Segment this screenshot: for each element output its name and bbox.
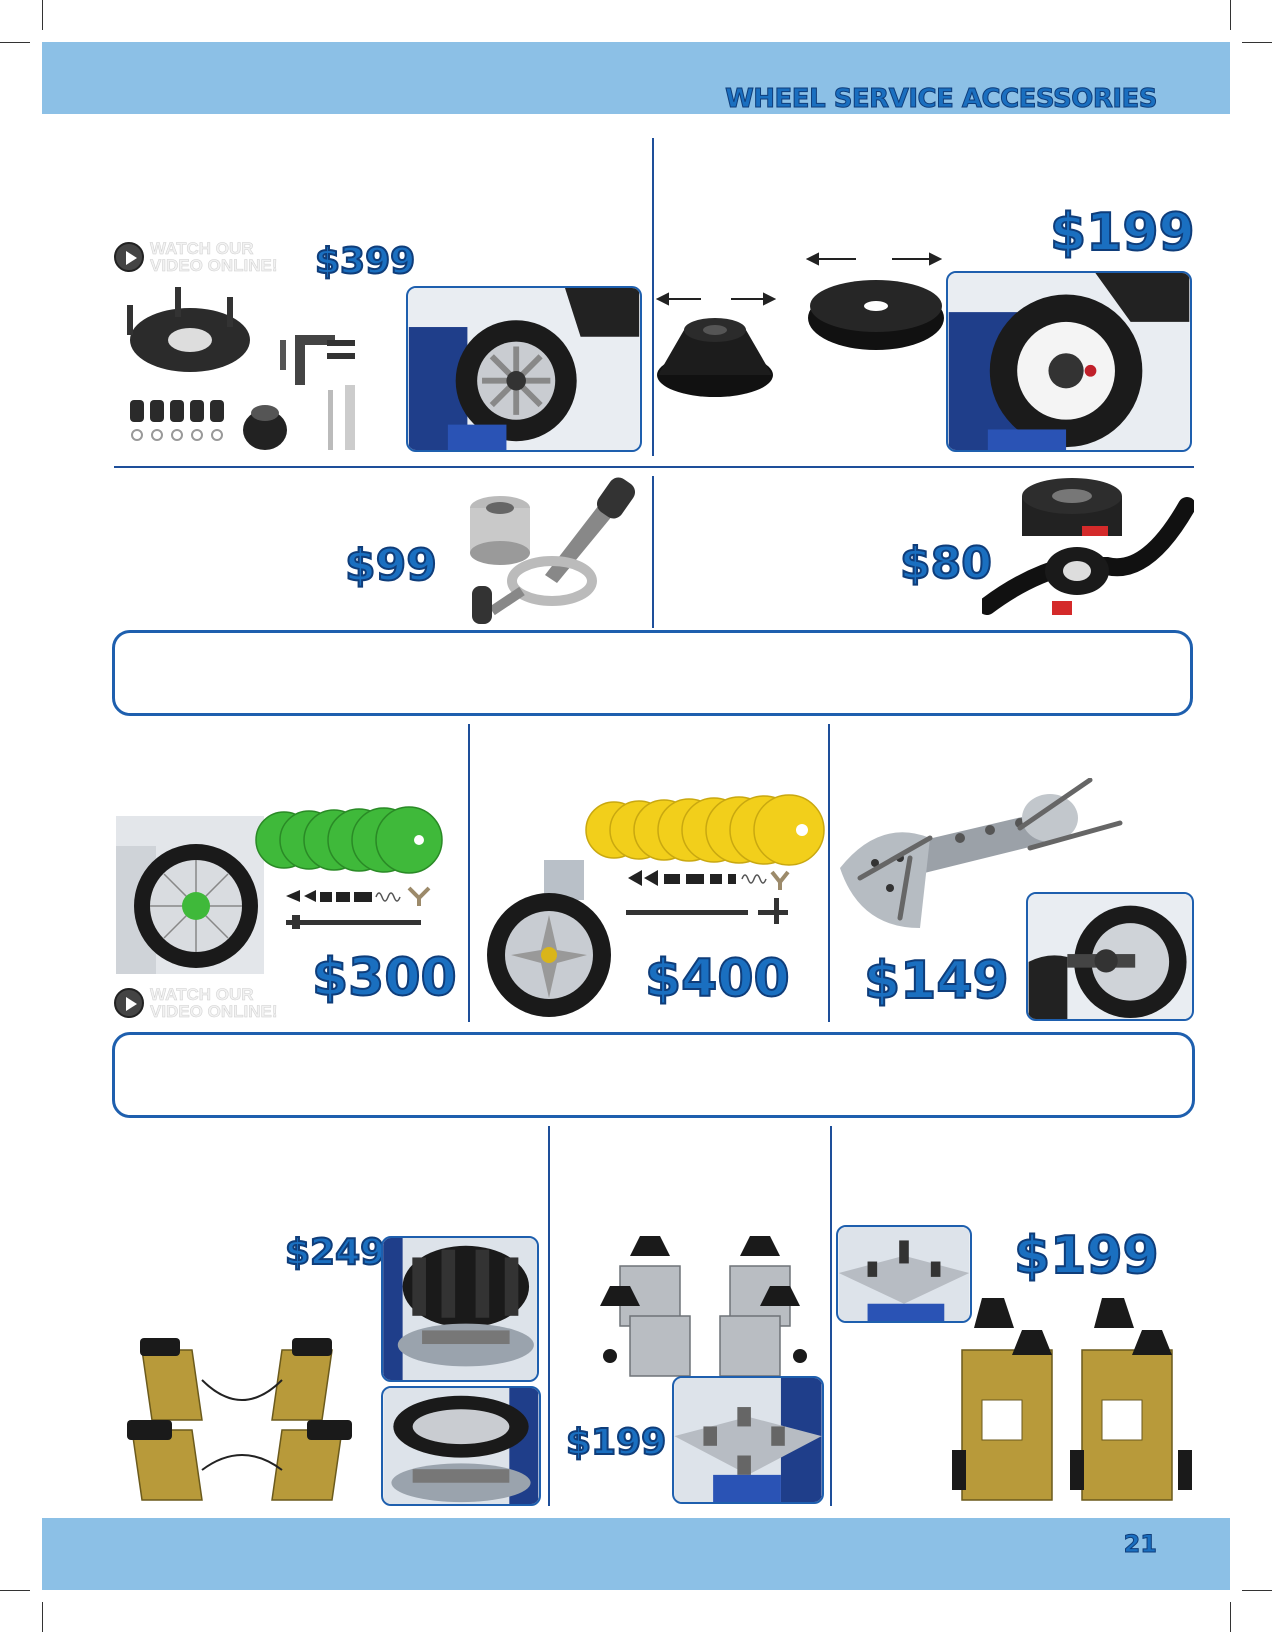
video-badge[interactable]: WATCH OUR VIDEO ONLINE!	[114, 240, 290, 274]
ring-image	[806, 270, 946, 354]
header-band	[42, 42, 1230, 114]
price-clamp-atv: $249	[284, 1232, 386, 1273]
info-box	[112, 1032, 1195, 1118]
green-cones-image	[254, 802, 444, 882]
yellow-cones-image	[584, 790, 828, 870]
quick-nut-image	[462, 476, 642, 624]
crop-mark	[0, 1590, 30, 1591]
yellow-kit-parts-image	[624, 868, 794, 924]
video-badge-text: WATCH OUR VIDEO ONLINE!	[150, 239, 290, 275]
column-divider	[652, 476, 654, 628]
moto-yellow-wheel-image	[474, 860, 624, 1018]
column-divider	[468, 724, 470, 1022]
info-box	[112, 630, 1193, 716]
cone-image	[654, 305, 776, 400]
atv-tire-photo	[381, 1236, 539, 1382]
column-divider	[652, 138, 654, 456]
price-wing-nut: $80	[899, 538, 993, 589]
silver-clamps-photo	[672, 1376, 824, 1504]
price-clamp-silver: $199	[565, 1422, 667, 1463]
atv-clamps-image	[112, 1320, 372, 1506]
video-badge-line2: VIDEO ONLINE!	[150, 1002, 278, 1021]
play-icon[interactable]	[114, 242, 144, 272]
green-kit-parts-image	[284, 884, 434, 930]
arrow-icon	[656, 290, 776, 308]
column-divider	[830, 1126, 832, 1506]
arrow-icon	[806, 250, 942, 268]
adapter-kit-photo	[406, 286, 642, 452]
page-number: 21	[1123, 1530, 1157, 1559]
video-badge[interactable]: WATCH OUR VIDEO ONLINE!	[114, 986, 290, 1020]
crop-mark	[42, 0, 43, 30]
extension-clamps-image	[952, 1290, 1192, 1506]
wing-nut-image	[982, 476, 1194, 628]
crop-mark	[42, 1602, 43, 1632]
cone-ring-photo	[946, 271, 1192, 452]
flange-adapter-image	[830, 778, 1126, 934]
price-moto-yellow: $400	[644, 949, 791, 1009]
price-moto-flange: $149	[863, 951, 1010, 1011]
row-divider	[114, 466, 1194, 468]
video-badge-line2: VIDEO ONLINE!	[150, 256, 278, 275]
video-badge-line1: WATCH OUR	[150, 985, 254, 1004]
silver-clamps-image	[600, 1226, 814, 1382]
column-divider	[548, 1126, 550, 1506]
extension-clamps-photo	[836, 1225, 972, 1323]
column-divider	[828, 724, 830, 1022]
crop-mark	[1230, 1602, 1231, 1632]
footer-band	[42, 1518, 1230, 1590]
price-quick-nut: $99	[344, 540, 438, 591]
crop-mark	[1230, 0, 1231, 30]
crop-mark	[0, 42, 30, 43]
price-moto-green: $300	[311, 948, 458, 1008]
video-badge-line1: WATCH OUR	[150, 239, 254, 258]
video-badge-text: WATCH OUR VIDEO ONLINE!	[150, 985, 290, 1021]
moto-green-wheel-image	[116, 816, 264, 974]
price-adapter-kit: $399	[314, 241, 416, 282]
play-icon[interactable]	[114, 988, 144, 1018]
section-title: WHEEL SERVICE ACCESSORIES	[725, 84, 1158, 115]
crop-mark	[1242, 1590, 1272, 1591]
price-clamp-extension: $199	[1013, 1226, 1160, 1286]
flange-adapter-photo	[1026, 892, 1194, 1021]
crop-mark	[1242, 42, 1272, 43]
price-cone-ring: $199	[1049, 203, 1196, 263]
adapter-kit-image	[115, 285, 395, 460]
moto-tire-photo	[381, 1386, 541, 1506]
